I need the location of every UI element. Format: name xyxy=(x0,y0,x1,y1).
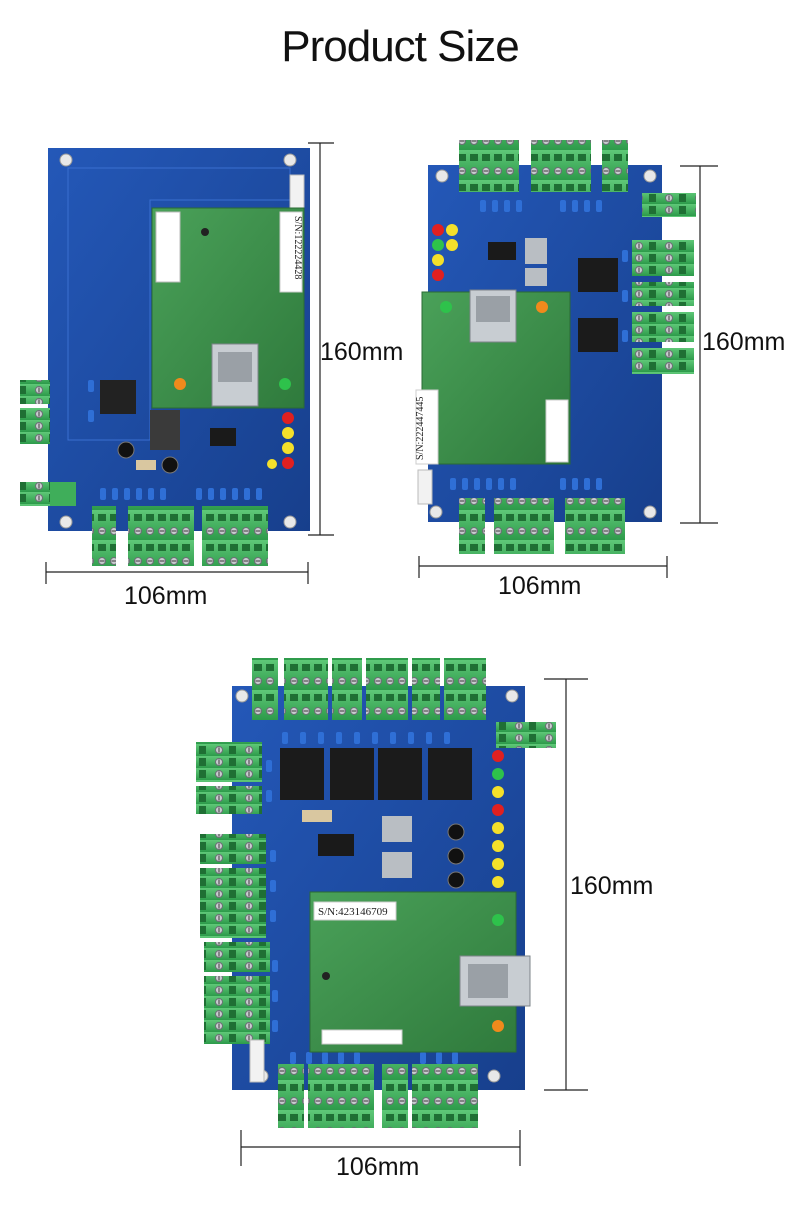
dimension-lines xyxy=(418,165,718,578)
terminal-block xyxy=(20,482,50,506)
led-yellow-icon xyxy=(492,858,504,870)
terminal-block xyxy=(308,1064,374,1128)
width-label: 106mm xyxy=(124,582,208,610)
led-red-icon xyxy=(432,269,444,281)
relay xyxy=(428,748,472,800)
terminal-block xyxy=(278,1064,304,1128)
led-yellow-icon xyxy=(492,786,504,798)
page-title: Product Size xyxy=(281,22,519,71)
terminal-block xyxy=(382,1064,408,1128)
dimension-lines xyxy=(240,678,588,1166)
width-label: 106mm xyxy=(498,572,582,600)
terminal-block xyxy=(632,312,694,342)
terminal-block xyxy=(204,976,270,1044)
led-yellow-icon xyxy=(282,427,294,439)
terminal-block xyxy=(632,240,694,276)
relay xyxy=(578,318,618,352)
serial-text: S/N:423146709 xyxy=(318,906,388,918)
terminal-block xyxy=(632,348,694,374)
terminal-block xyxy=(20,380,50,404)
terminal-block xyxy=(642,193,696,217)
led-yellow-icon xyxy=(282,442,294,454)
terminal-block xyxy=(200,834,266,864)
led-green-icon xyxy=(432,239,444,251)
led-yellow-icon xyxy=(492,822,504,834)
width-label: 106mm xyxy=(336,1153,420,1181)
led-yellow-icon xyxy=(492,840,504,852)
terminal-block xyxy=(200,868,266,938)
terminal-block xyxy=(412,1064,478,1128)
terminal-block xyxy=(284,658,328,720)
terminal-block xyxy=(202,506,268,566)
terminal-block xyxy=(459,498,485,554)
terminal-block xyxy=(252,658,278,720)
height-label: 160mm xyxy=(570,872,654,900)
dimension-lines xyxy=(45,142,334,584)
terminal-block xyxy=(632,282,694,306)
led-red-icon xyxy=(432,224,444,236)
terminal-block xyxy=(128,506,194,566)
terminal-block xyxy=(602,140,628,192)
led-yellow-icon xyxy=(432,254,444,266)
serial-text: S/N:122224428 xyxy=(292,216,303,279)
height-label: 160mm xyxy=(702,328,786,356)
terminal-block xyxy=(496,722,556,748)
led-green-icon xyxy=(492,768,504,780)
terminal-block xyxy=(444,658,486,720)
relay xyxy=(378,748,422,800)
terminal-block xyxy=(196,786,262,814)
relay xyxy=(280,748,324,800)
led-yellow-icon xyxy=(492,876,504,888)
terminal-block xyxy=(20,408,50,444)
relay xyxy=(100,380,136,414)
board-2: S/N:222447445 xyxy=(415,140,718,578)
terminal-block xyxy=(196,742,262,782)
terminal-block xyxy=(459,140,519,192)
serial-label: S/N:122224428 xyxy=(279,211,303,293)
serial-label: S/N:423146709 xyxy=(313,901,397,921)
relay xyxy=(330,748,374,800)
board-3: S/N:423146709 xyxy=(196,658,588,1166)
serial-label: S/N:222447445 xyxy=(415,389,439,465)
led-red-icon xyxy=(492,750,504,762)
terminal-block xyxy=(412,658,440,720)
terminal-block xyxy=(565,498,625,554)
terminal-block xyxy=(366,658,408,720)
board-1: S/N:122224428 xyxy=(20,142,334,584)
terminal-block xyxy=(494,498,554,554)
terminal-block xyxy=(332,658,362,720)
terminal-block xyxy=(531,140,591,192)
serial-text: S/N:222447445 xyxy=(415,397,426,460)
led-red-icon xyxy=(282,412,294,424)
relay xyxy=(578,258,618,292)
height-label: 160mm xyxy=(320,338,404,366)
terminal-block xyxy=(92,506,116,566)
terminal-block xyxy=(204,942,270,972)
led-red-icon xyxy=(282,457,294,469)
led-red-icon xyxy=(492,804,504,816)
